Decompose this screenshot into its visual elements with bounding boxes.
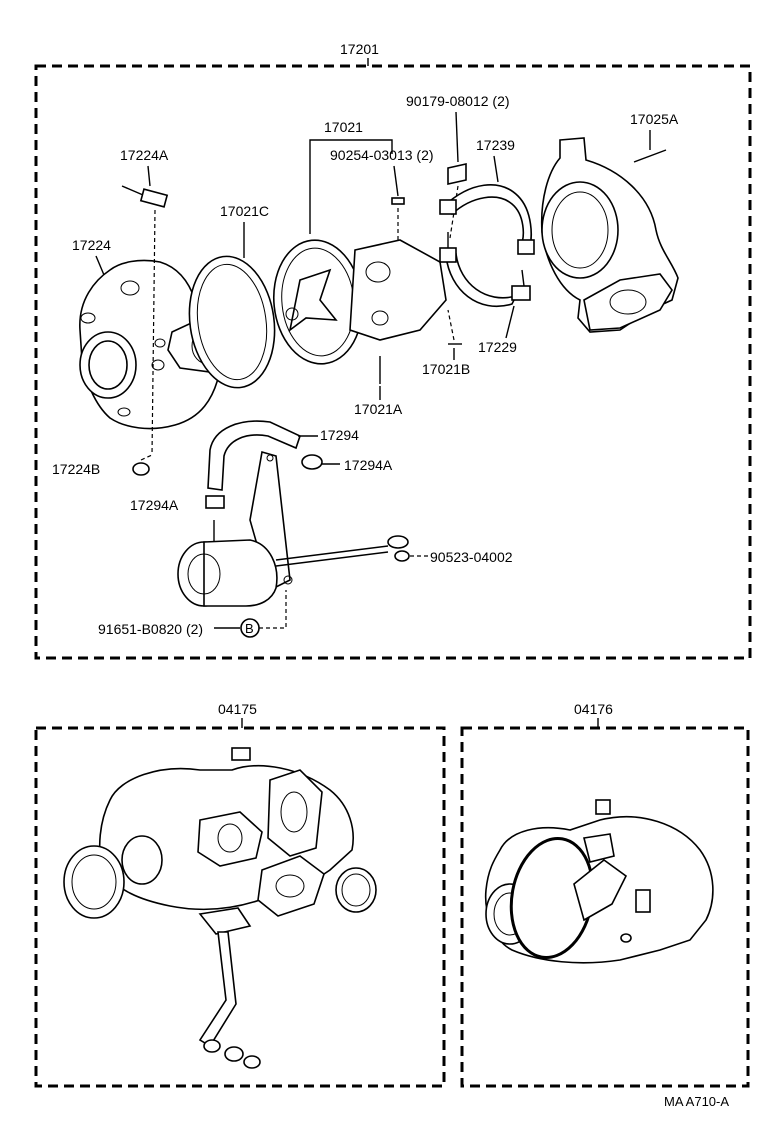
label-clamp-lower: 17229 [478,339,517,355]
sub-assembly-2-code: 04176 [574,701,613,717]
clip-left [205,495,225,509]
main-assembly-code: 17201 [340,41,379,57]
label-gasket: 17021C [220,203,269,219]
label-clip-left: 17294A [130,497,179,513]
label-bolt-c: 91651-B0820 (2) [98,621,203,637]
nut-90179 [447,163,467,185]
label-stud-c: 17021A [354,401,403,417]
label-pin: 90254-03013 (2) [330,147,434,163]
label-stud-b: 17021B [422,361,470,377]
sub-assembly-1-code: 04175 [218,701,257,717]
main-assembly-frame [34,64,752,660]
bolt-17224a [121,185,169,208]
label-nut: 90179-08012 (2) [406,93,510,109]
nut-17224b [132,462,150,476]
ref-marker: B [245,621,254,636]
label-stud-a: 17025A [630,111,679,127]
label-cartridge: 17021 [324,119,363,135]
clamp-17239 [439,184,535,255]
footer-ref: MA A710-A [664,1094,729,1109]
label-clip-right: 17294A [344,457,393,473]
gasket-17021c [188,255,276,389]
label-washer: 90523-04002 [430,549,513,565]
compressor-housing [540,137,679,333]
clip-right [301,454,323,470]
main-assembly-group: 17201 17224 17224A 17224B [34,41,752,660]
label-bolt-a: 17224A [120,147,169,163]
pin-90254 [391,197,405,205]
washer-90523 [394,550,410,562]
hose-17294 [207,420,301,491]
label-clamp: 17239 [476,137,515,153]
sub-assembly-1-frame [34,726,446,1088]
clamp-17229 [439,232,531,308]
label-bolt-b: 17224B [52,461,100,477]
wastegate-actuator [177,450,409,607]
sub-assembly-2-frame [460,726,750,1088]
label-housing: 17224 [72,237,111,253]
stud-17025a [633,149,667,163]
sub-assembly-04175: 04175 [34,701,446,1088]
center-cartridge [272,239,447,365]
label-hose: 17294 [320,427,359,443]
sub-assembly-04176: 04176 [460,701,750,1088]
